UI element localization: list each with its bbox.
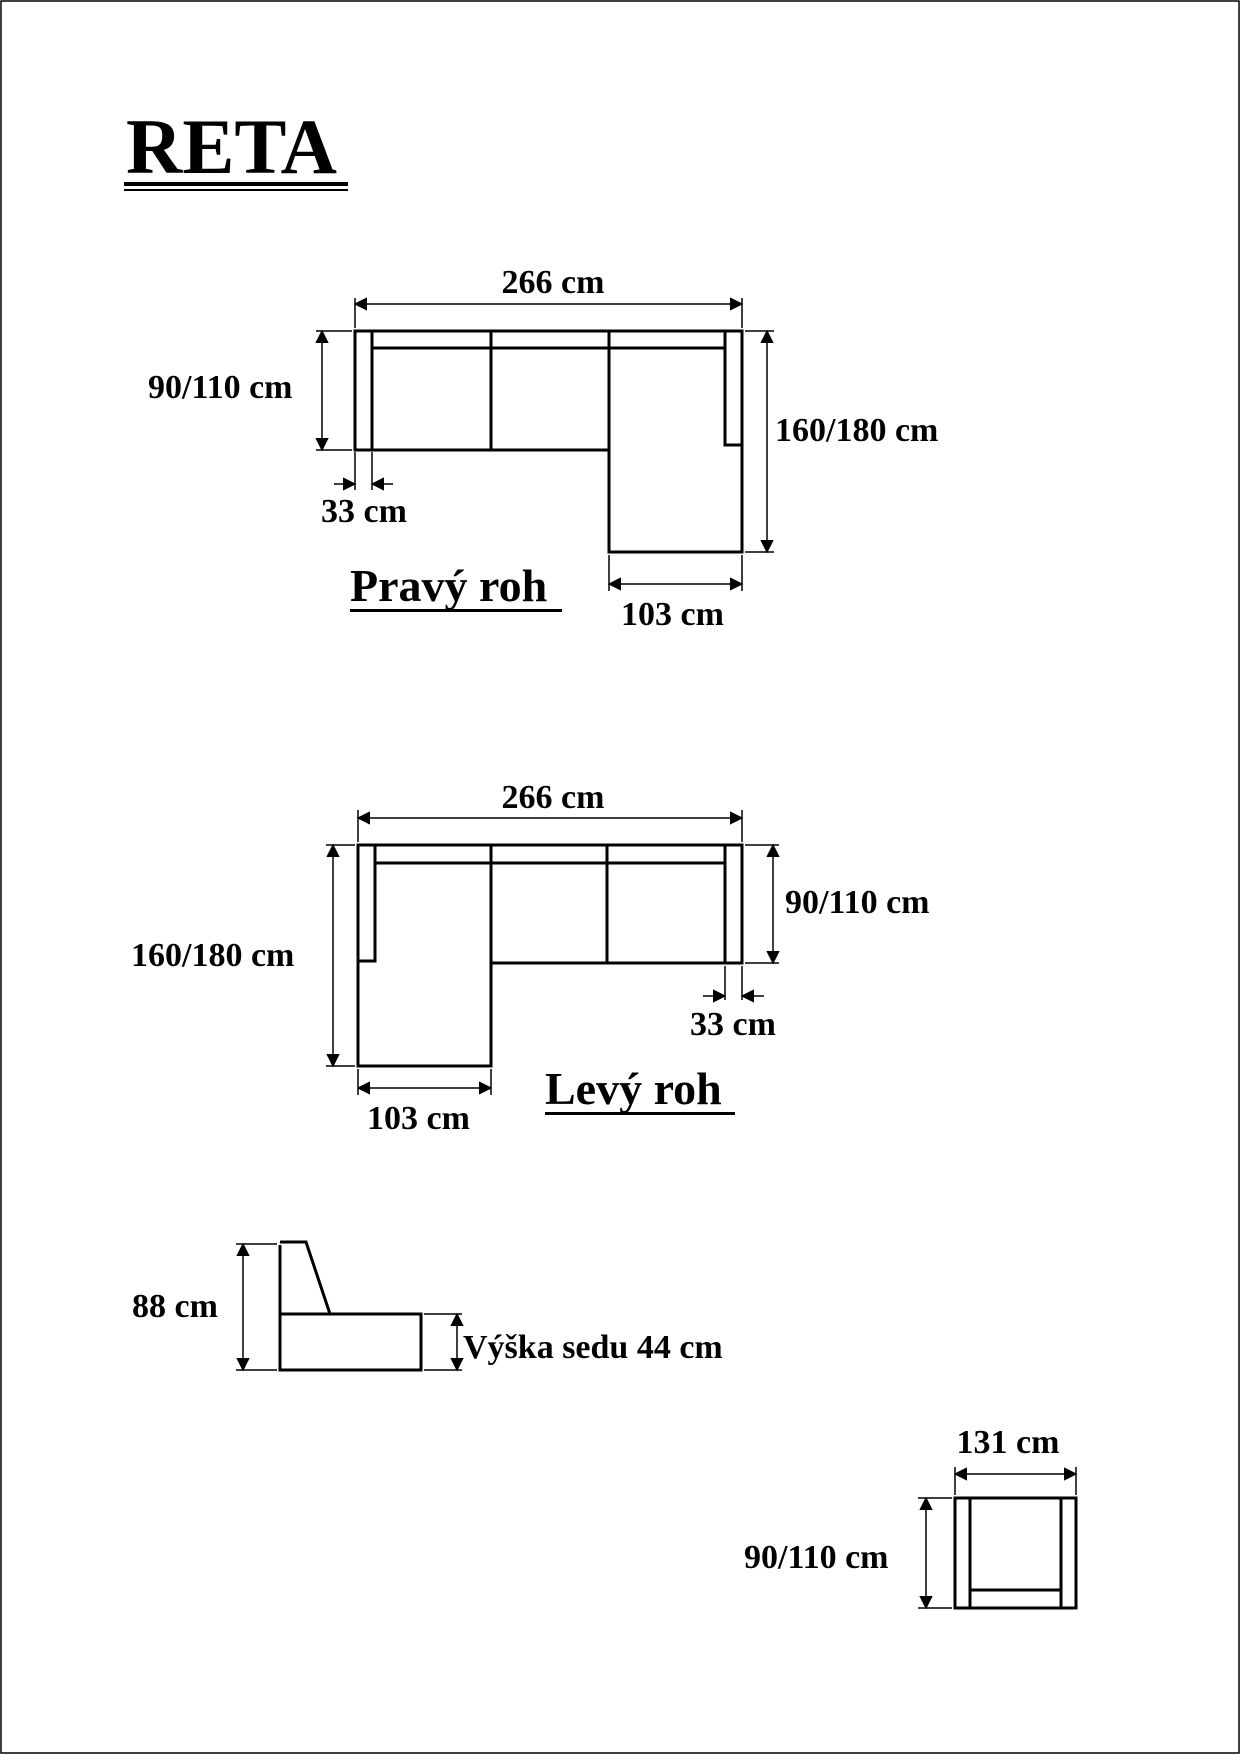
left-corner-caption-underline bbox=[545, 1112, 735, 1115]
right-corner-arm-label: 33 cm bbox=[321, 493, 407, 530]
left-corner-arm-label: 33 cm bbox=[690, 1006, 776, 1043]
side-profile-seat-height-label: Výška sedu 44 cm bbox=[463, 1329, 723, 1366]
left-corner-dimension-lines bbox=[326, 810, 780, 1095]
left-corner-width-label: 266 cm bbox=[502, 779, 605, 816]
right-corner-depth-label: 90/110 cm bbox=[148, 369, 292, 406]
right-corner-caption-underline bbox=[350, 609, 562, 612]
left-corner-sofa bbox=[356, 843, 744, 1068]
right-corner-chaise-length-label: 160/180 cm bbox=[775, 412, 938, 449]
armchair-width-label: 131 cm bbox=[957, 1424, 1060, 1461]
side-profile-height-label: 88 cm bbox=[132, 1288, 218, 1325]
left-corner-chaise-width-label: 103 cm bbox=[367, 1100, 470, 1137]
right-corner-sofa bbox=[353, 329, 744, 554]
right-corner-dimension-lines bbox=[315, 297, 774, 591]
side-profile-dimension-lines bbox=[236, 1242, 464, 1372]
left-corner-chaise-length-label: 160/180 cm bbox=[131, 937, 294, 974]
right-corner-chaise-width-label: 103 cm bbox=[621, 596, 724, 633]
armchair-dimension-lines bbox=[918, 1467, 1078, 1610]
side-profile-sofa bbox=[278, 1240, 423, 1372]
title-underline-2 bbox=[124, 189, 348, 191]
left-corner-caption: Levý roh bbox=[545, 1063, 722, 1114]
right-corner-width-label: 266 cm bbox=[502, 264, 605, 301]
page-title: RETA bbox=[126, 103, 337, 190]
left-corner-depth-label: 90/110 cm bbox=[785, 884, 929, 921]
armchair bbox=[953, 1496, 1078, 1610]
armchair-depth-label: 90/110 cm bbox=[744, 1539, 888, 1576]
title-underline bbox=[124, 182, 348, 186]
right-corner-caption: Pravý roh bbox=[350, 560, 547, 611]
